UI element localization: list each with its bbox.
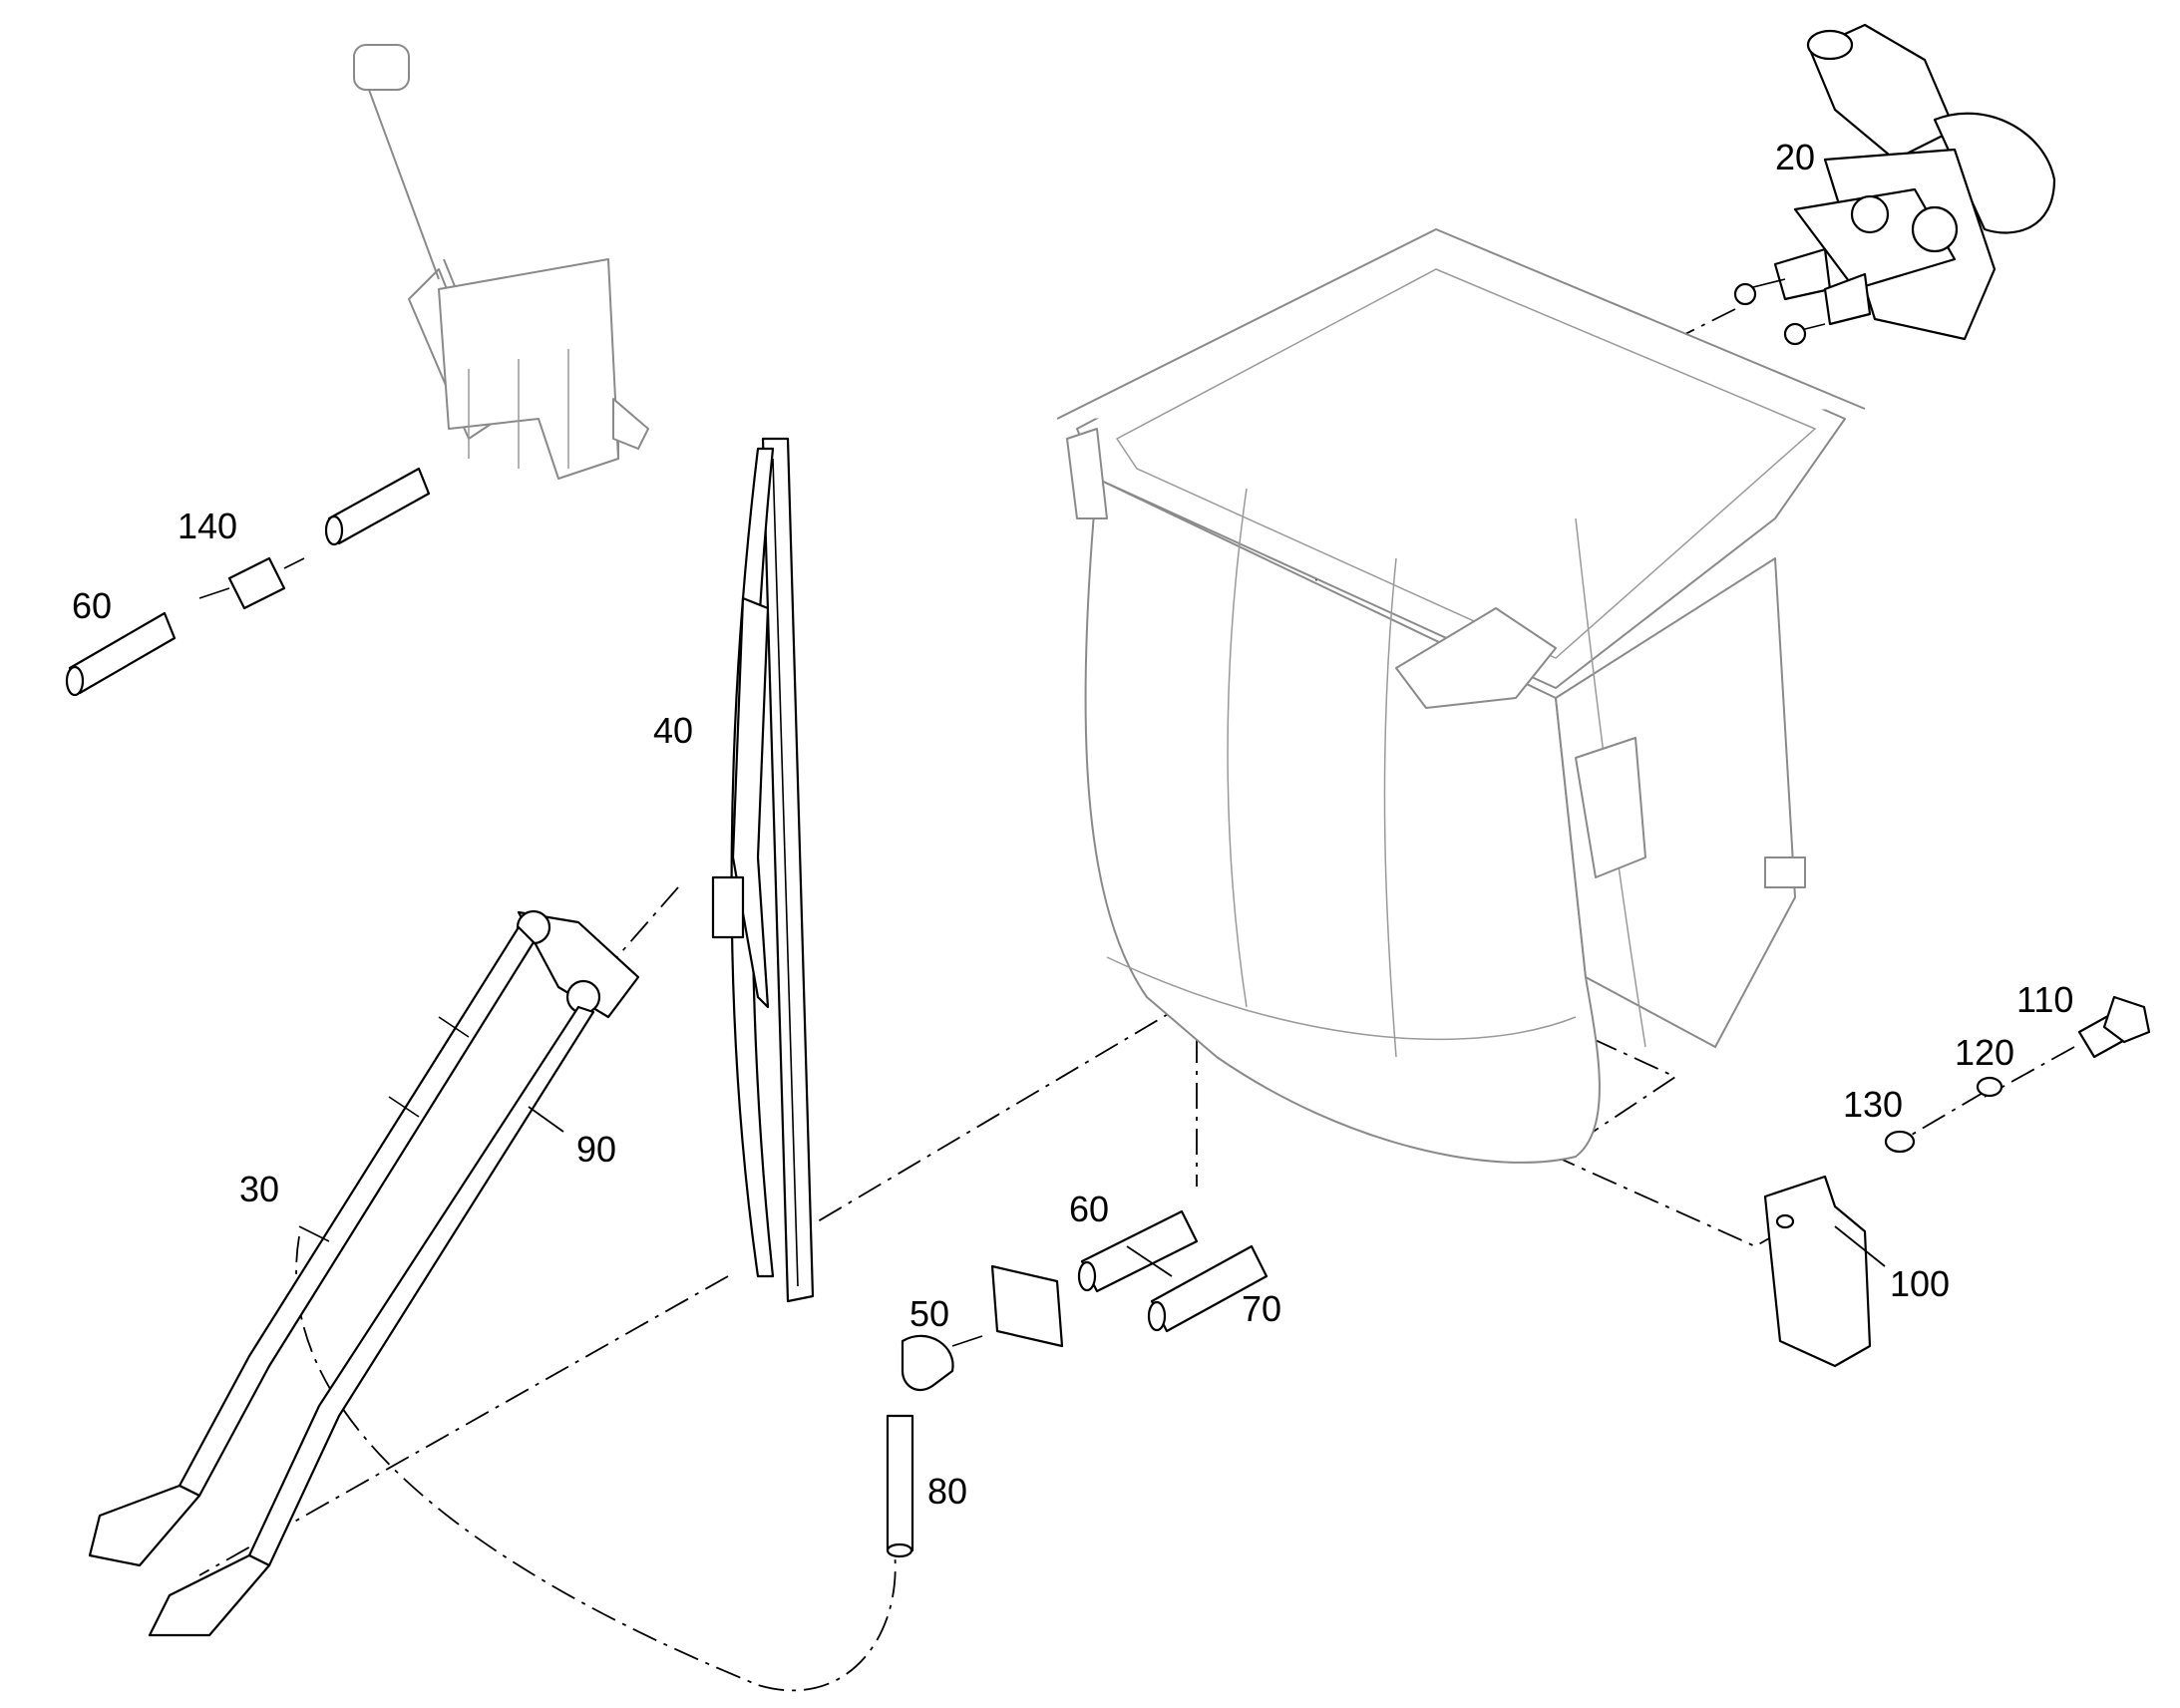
- callout-40: 40: [653, 710, 693, 751]
- callout-120: 120: [1955, 1032, 2014, 1073]
- callout-30: 30: [239, 1169, 279, 1209]
- callout-100: 100: [1890, 1263, 1950, 1304]
- callout-60: 60: [1069, 1189, 1109, 1229]
- callout-90: 90: [576, 1129, 616, 1170]
- callout-ticks: [528, 1106, 1886, 1277]
- wiper-arm-assembly: [88, 909, 640, 1637]
- cab-illustration: [1056, 228, 1866, 1164]
- mounting-hardware: [1763, 995, 2151, 1368]
- callout-labels: 20 140 60 40 90 30 60 70 50 80 110 120 1…: [72, 137, 2073, 1512]
- callout-130: 130: [1843, 1084, 1903, 1125]
- wiper-motor: [1733, 23, 2056, 346]
- callout-110: 110: [2016, 979, 2073, 1020]
- washer-reservoir: [353, 44, 649, 480]
- callout-50: 50: [909, 1293, 949, 1334]
- wiper-blade: [711, 437, 815, 1303]
- callout-140: 140: [178, 506, 237, 546]
- callout-70: 70: [1242, 1288, 1281, 1329]
- callout-20: 20: [1775, 137, 1815, 177]
- callout-60: 60: [72, 585, 112, 626]
- callout-80: 80: [927, 1471, 967, 1512]
- washer-hoses: [65, 467, 1269, 1558]
